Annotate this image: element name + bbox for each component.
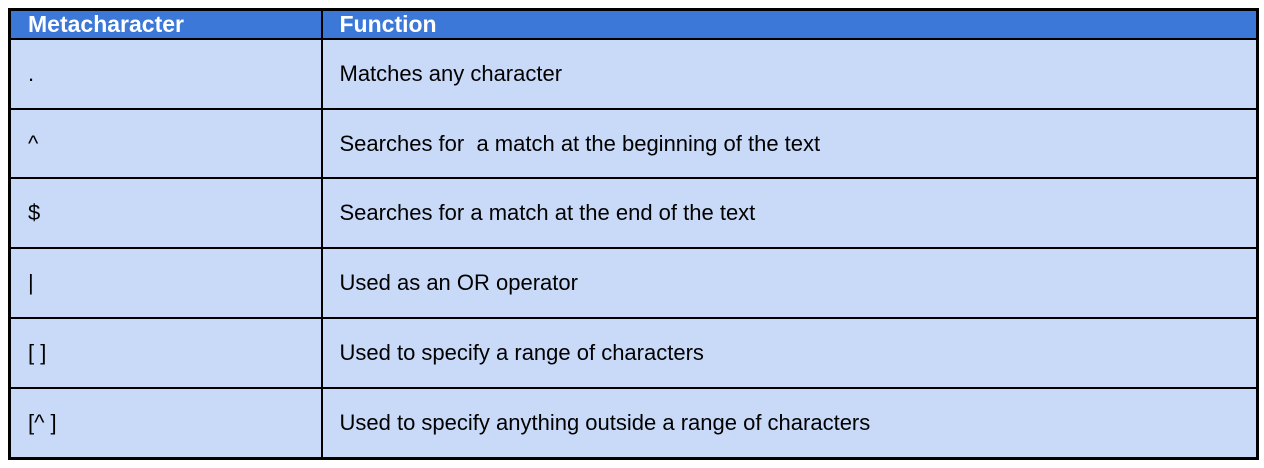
metacharacter-cell: [ ] [8,316,323,389]
header-row: Metacharacter Function [8,8,1259,40]
column-header-function: Function [320,8,1259,40]
function-cell: Searches for a match at the end of the t… [320,177,1259,250]
table-row: |Used as an OR operator [8,247,1259,319]
metacharacter-cell: $ [8,177,323,250]
metacharacter-cell: . [8,38,323,110]
table-body: .Matches any character^Searches for a ma… [8,38,1259,460]
function-cell: Used to specify anything outside a range… [320,386,1259,460]
table-row: [ ]Used to specify a range of characters [8,316,1259,389]
function-cell: Used as an OR operator [320,247,1259,319]
function-cell: Searches for a match at the beginning of… [320,107,1259,180]
metacharacter-cell: | [8,247,323,319]
table-row: $Searches for a match at the end of the … [8,177,1259,250]
metacharacter-cell: [^ ] [8,386,323,460]
metacharacter-table: Metacharacter Function .Matches any char… [8,8,1259,460]
table-row: [^ ]Used to specify anything outside a r… [8,386,1259,460]
function-cell: Matches any character [320,38,1259,110]
function-cell: Used to specify a range of characters [320,316,1259,389]
table-row: ^Searches for a match at the beginning o… [8,107,1259,180]
metacharacter-cell: ^ [8,107,323,180]
column-header-metacharacter: Metacharacter [8,8,323,40]
table-row: .Matches any character [8,38,1259,110]
